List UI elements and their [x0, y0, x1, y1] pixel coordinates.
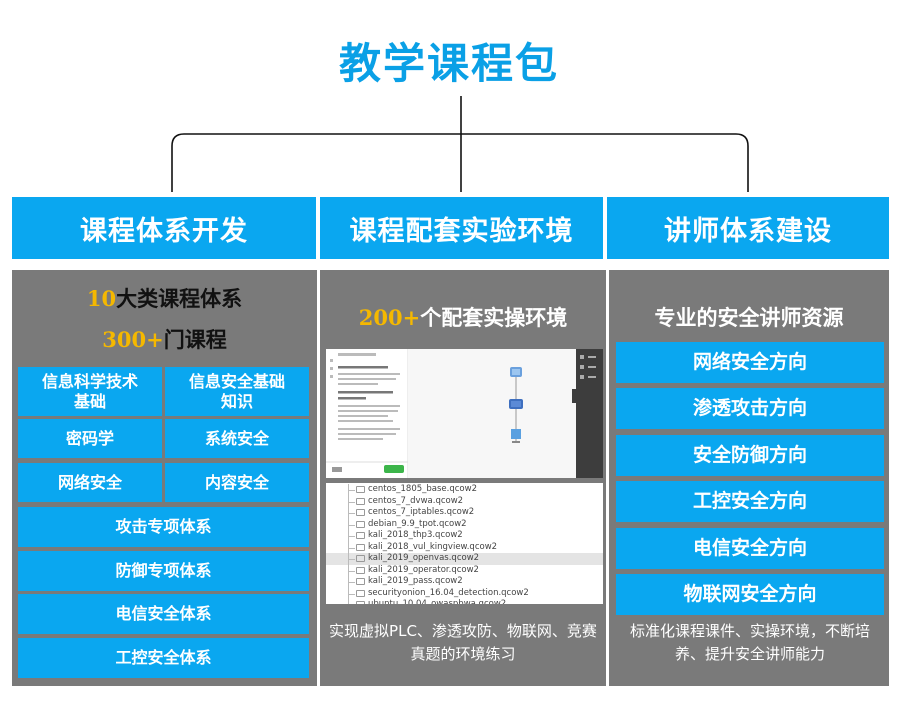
instructor-direction-item: 电信安全方向 [616, 527, 884, 569]
panel-lab-env: 200+个配套实操环境 [320, 270, 606, 686]
lab-topology-screenshot [326, 349, 603, 478]
vm-image-name: kali_2019_operator.qcow2 [368, 564, 479, 575]
file-icon [356, 497, 365, 505]
vm-image-row[interactable]: kali_2018_thp3.qcow2 [326, 530, 603, 542]
vm-image-name: centos_1805_base.qcow2 [368, 484, 477, 494]
vm-image-row[interactable]: securityonion_16.04_detection.qcow2 [326, 587, 603, 599]
course-tag: 网络安全 [18, 463, 162, 502]
file-icon [356, 509, 365, 516]
course-tag: 密码学 [18, 419, 162, 458]
lab-env-caption: 实现虚拟PLC、渗透攻防、物联网、竞赛真题的环境练习 [329, 622, 597, 664]
topology-image [326, 349, 603, 478]
course-categories-line: 10大类课程体系 [12, 283, 317, 313]
course-tag: 系统安全 [165, 419, 309, 458]
vm-image-row[interactable]: centos_7_iptables.qcow2 [326, 507, 603, 519]
instructor-subtitle: 专业的安全讲师资源 [654, 306, 844, 330]
page-title: 教学课程包 [338, 39, 559, 88]
course-system-tag: 防御专项体系 [18, 550, 309, 591]
instructor-direction-item: 工控安全方向 [616, 481, 884, 523]
vm-image-row[interactable]: kali_2018_vul_kingview.qcow2 [326, 541, 603, 553]
instructor-caption: 标准化课程课件、实操环境，不断培养、提升安全讲师能力 [629, 622, 870, 664]
file-icon [356, 486, 365, 493]
vm-image-row[interactable]: kali_2019_pass.qcow2 [326, 576, 603, 588]
category-label: 大类课程体系 [116, 287, 243, 311]
vm-image-name: debian_9.9_tpot.qcow2 [368, 518, 467, 529]
vm-image-row[interactable]: debian_9.9_tpot.qcow2 [326, 518, 603, 530]
vm-image-row[interactable]: kali_2019_operator.qcow2 [326, 564, 603, 576]
panel-curriculum: 10大类课程体系 300+门课程 信息科学技术 基础信息安全基础 知识密码学系统… [12, 270, 317, 686]
vm-image-name: centos_7_iptables.qcow2 [368, 507, 475, 517]
instructor-direction-item: 安全防御方向 [616, 434, 884, 476]
vm-image-name: centos_7_dvwa.qcow2 [368, 495, 464, 506]
vm-image-row[interactable]: ubuntu_10.04_owaspbwa.qcow2 [326, 599, 603, 604]
panel-instructor: 专业的安全讲师资源 网络安全方向渗透攻击方向安全防御方向工控安全方向电信安全方向… [609, 270, 889, 686]
instructor-direction-item: 渗透攻击方向 [616, 388, 884, 430]
course-tag: 信息安全基础 知识 [165, 367, 309, 416]
header-lab-env: 课程配套实验环境 [320, 197, 603, 259]
file-icon [356, 543, 365, 551]
vm-image-name: kali_2018_thp3.qcow2 [368, 530, 463, 540]
course-tag: 信息科学技术 基础 [18, 367, 162, 416]
instructor-direction-item: 物联网安全方向 [616, 574, 884, 615]
course-count: 300+ [102, 327, 164, 352]
vm-image-name: kali_2019_openvas.qcow2 [368, 553, 480, 563]
file-icon [356, 589, 365, 597]
header-curriculum: 课程体系开发 [12, 197, 316, 259]
env-count: 200+ [358, 305, 421, 330]
vm-image-row[interactable]: centos_7_dvwa.qcow2 [326, 495, 603, 507]
course-system-tag: 电信安全体系 [18, 594, 309, 634]
header-instructor: 讲师体系建设 [607, 197, 889, 259]
category-count: 10 [86, 286, 117, 311]
file-icon [356, 532, 365, 539]
vm-image-name: ubuntu_10.04_owaspbwa.qcow2 [368, 599, 507, 604]
env-count-line: 200+个配套实操环境 [320, 302, 606, 332]
file-icon [356, 578, 365, 585]
file-icon [356, 566, 365, 574]
vm-image-name: securityonion_16.04_detection.qcow2 [368, 587, 529, 598]
course-system-tag: 工控安全体系 [18, 637, 309, 678]
course-count-line: 300+门课程 [12, 324, 317, 354]
vm-image-row[interactable]: centos_1805_base.qcow2 [326, 484, 603, 496]
course-tag: 内容安全 [165, 463, 309, 502]
course-system-tag: 攻击专项体系 [18, 507, 309, 547]
vm-image-row[interactable]: kali_2019_openvas.qcow2 [326, 553, 603, 565]
env-label: 个配套实操环境 [420, 306, 568, 330]
instructor-direction-item: 网络安全方向 [616, 342, 884, 383]
file-icon [356, 520, 365, 528]
file-icon [356, 601, 365, 604]
vm-image-name: kali_2019_pass.qcow2 [368, 576, 463, 586]
course-label: 门课程 [163, 328, 227, 352]
vm-image-name: kali_2018_vul_kingview.qcow2 [368, 541, 498, 552]
file-icon [356, 555, 365, 562]
